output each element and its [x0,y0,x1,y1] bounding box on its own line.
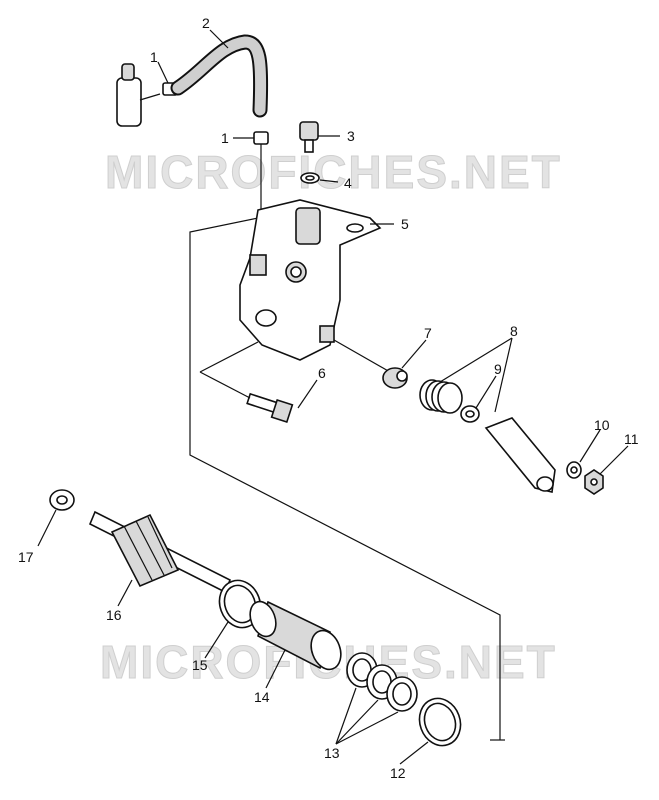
part-oring-12 [418,697,462,747]
part-fitting-top [116,63,178,127]
callout-17: 17 [18,549,34,565]
assembly-outline [189,217,505,741]
part-nut-11 [584,469,604,495]
part-washers-13 [346,652,418,712]
part-pump-body [239,199,391,373]
callout-8: 8 [510,323,518,339]
callout-10: 10 [594,417,610,433]
callout-12: 12 [390,765,406,781]
part-drive-gear-16 [88,510,232,594]
part-bolt-6 [199,341,294,424]
callout-6: 6 [318,365,326,381]
part-oring-15 [218,579,262,629]
part-bolt-3 [299,121,319,153]
part-sleeve-14 [249,600,342,671]
callout-4: 4 [344,175,352,191]
callout-2: 2 [202,15,210,31]
part-hose [170,34,269,118]
part-washer-4 [300,172,320,184]
callout-7: 7 [424,325,432,341]
part-bushing-7 [382,367,408,389]
part-spring-8 [419,379,463,414]
callout-16: 16 [106,607,122,623]
watermark-top: MICROFICHES.NET [105,146,562,198]
callout-14: 14 [254,689,270,705]
part-washer-9 [460,405,480,423]
callout-11: 11 [624,431,639,447]
callout-15: 15 [192,657,208,673]
leader-lines [37,29,629,765]
part-lever-arm [484,417,556,493]
callout-3: 3 [347,128,355,144]
callout-1-second: 1 [221,130,229,146]
callout-9: 9 [494,361,502,377]
callout-13: 13 [324,745,340,761]
callout-1-top: 1 [150,49,158,65]
part-washer-10 [566,461,582,479]
callout-labels: 1 2 1 3 4 5 6 7 8 9 10 11 17 16 15 14 13… [18,15,639,781]
callout-5: 5 [401,216,409,232]
part-washer-17 [49,489,75,511]
